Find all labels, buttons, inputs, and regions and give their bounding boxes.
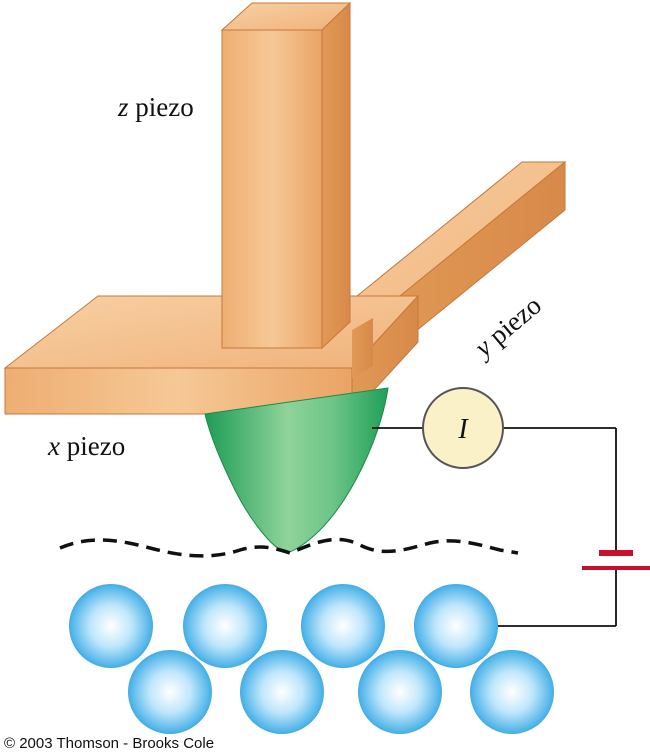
atom	[414, 584, 498, 668]
z-piezo-label: z piezo	[117, 92, 194, 122]
probe-tip	[204, 387, 389, 554]
copyright-notice: © 2003 Thomson - Brooks Cole	[4, 735, 214, 752]
y-piezo-front-overlap	[352, 318, 373, 378]
y-piezo-label: y piezo	[466, 290, 547, 365]
z-piezo-side-face	[321, 1, 351, 350]
atom	[128, 650, 212, 734]
atom-row-top	[69, 584, 498, 668]
ammeter: I	[422, 387, 504, 469]
x-piezo-label: x piezo	[47, 431, 125, 461]
z-piezo-bar	[220, 1, 352, 350]
atom	[240, 650, 324, 734]
atom	[69, 584, 153, 668]
ammeter-label: I	[457, 414, 469, 445]
tip-scan-path	[59, 537, 519, 558]
circuit-wires	[372, 427, 617, 627]
atom	[470, 650, 554, 734]
atom-row-bottom	[128, 650, 554, 734]
atom	[183, 584, 267, 668]
atom	[301, 584, 385, 668]
z-piezo-front-face	[221, 29, 323, 349]
battery	[582, 550, 650, 570]
atom	[358, 650, 442, 734]
